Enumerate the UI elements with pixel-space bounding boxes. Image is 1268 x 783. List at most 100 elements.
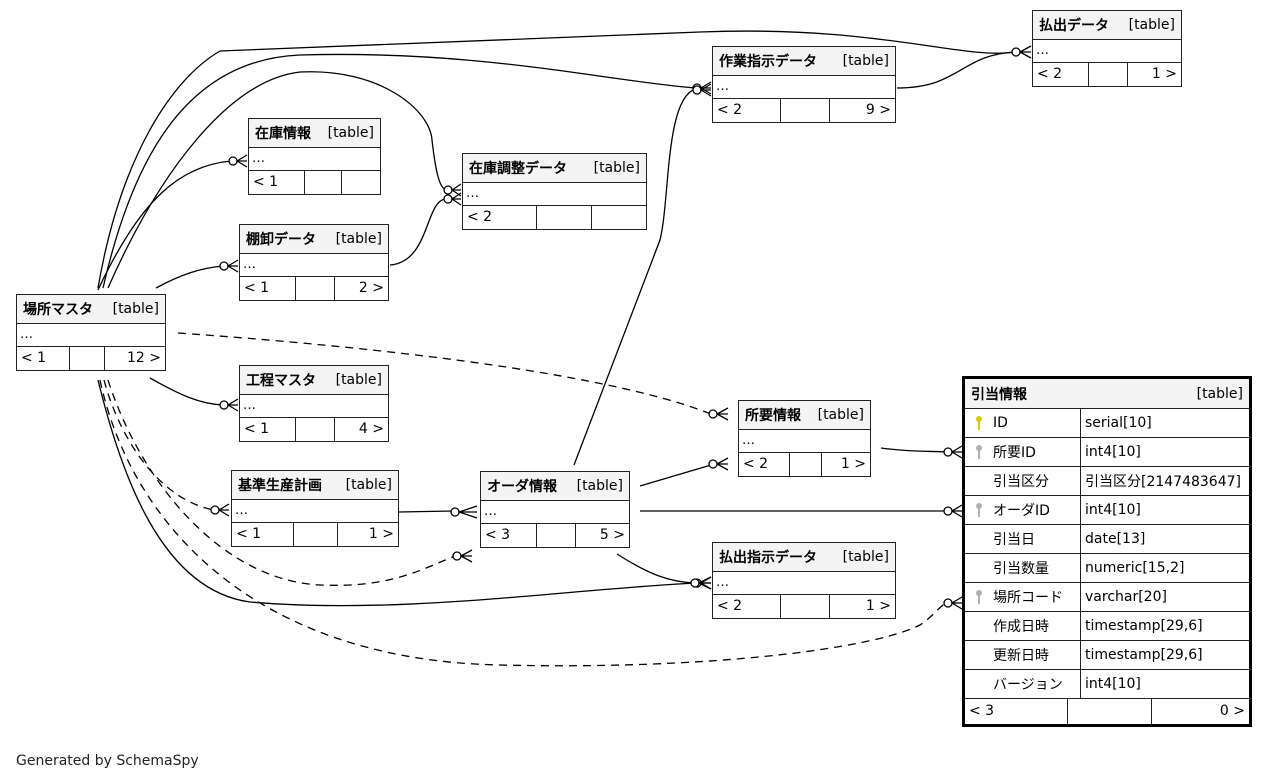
columns-ellipsis: …: [249, 148, 380, 171]
optional-circle-marker: [943, 506, 953, 516]
edge-basho-haraidashi: [97, 30, 1016, 289]
table-zaiko[interactable]: 在庫情報 [table] … < 1: [248, 118, 381, 195]
column-type: int4[10]: [1085, 502, 1141, 518]
table-name: 在庫情報: [255, 126, 311, 142]
crows-foot-marker: [218, 503, 230, 517]
edge-basho-order: [107, 379, 456, 586]
columns-ellipsis: …: [463, 183, 646, 206]
optional-circle-marker: [219, 400, 229, 410]
children-count[interactable]: 5 >: [599, 527, 625, 543]
crows-foot-marker: [698, 576, 712, 590]
table-name: オーダ情報: [487, 479, 557, 495]
table-tag: [table]: [1128, 17, 1175, 33]
parents-count[interactable]: < 2: [1033, 63, 1089, 86]
parents-count[interactable]: < 1: [249, 171, 305, 194]
table-tag: [table]: [1196, 385, 1243, 402]
table-tag: [table]: [345, 477, 392, 493]
parents-count[interactable]: < 2: [713, 595, 781, 618]
crows-foot-marker: [458, 505, 478, 519]
parents-count[interactable]: < 2: [739, 453, 790, 476]
columns-ellipsis: …: [481, 501, 629, 524]
crows-foot-marker: [460, 549, 473, 563]
edge-basho-kotei: [149, 377, 224, 406]
foreign-key-icon: [976, 445, 982, 459]
edge-basho-haraidashishiji: [97, 379, 696, 607]
children-count[interactable]: 1 >: [368, 526, 394, 542]
children-count[interactable]: 12 >: [127, 350, 161, 366]
column-type: serial[10]: [1085, 415, 1152, 431]
parents-count[interactable]: < 1: [240, 277, 296, 300]
table-tag: [table]: [327, 125, 374, 141]
columns-ellipsis: …: [739, 430, 870, 453]
parents-count[interactable]: < 3: [965, 699, 1068, 724]
foreign-key-icon: [976, 590, 982, 604]
table-name: 場所マスタ: [23, 302, 93, 318]
table-zaikochosei[interactable]: 在庫調整データ[table] … < 2: [462, 153, 647, 230]
table-name: 払出指示データ: [719, 550, 817, 566]
table-tag: [table]: [593, 160, 640, 176]
crows-foot-marker: [716, 457, 729, 471]
columns-ellipsis: …: [713, 76, 895, 99]
table-basho[interactable]: 場所マスタ [table] … < 1 12 >: [16, 294, 166, 371]
generated-by-footer: Generated by SchemaSpy: [16, 753, 199, 769]
optional-circle-marker: [708, 459, 718, 469]
parents-count[interactable]: < 1: [17, 347, 70, 370]
children-count[interactable]: [592, 206, 646, 229]
column-name: 所要ID: [993, 445, 1036, 461]
edge-basho-sagyoshiji: [102, 53, 696, 289]
column-name: 作成日時: [993, 619, 1049, 635]
column-name: 引当区分: [993, 474, 1049, 490]
optional-circle-marker: [692, 85, 702, 95]
crows-foot-marker: [451, 192, 462, 206]
children-count[interactable]: 9 >: [865, 102, 891, 118]
parents-count[interactable]: < 3: [481, 524, 537, 547]
parents-count[interactable]: < 1: [232, 523, 294, 546]
table-name: 引当情報: [971, 386, 1027, 403]
column-type: timestamp[29,6]: [1085, 618, 1203, 634]
columns-ellipsis: …: [17, 324, 165, 347]
parents-count[interactable]: < 1: [240, 418, 296, 441]
column-row[interactable]: 作成日時 timestamp[29,6]: [965, 612, 1249, 641]
children-count[interactable]: 1 >: [840, 456, 866, 472]
parents-count[interactable]: < 2: [463, 206, 537, 229]
crows-foot-marker: [227, 398, 239, 412]
column-name: 引当数量: [993, 561, 1049, 577]
children-count[interactable]: [342, 171, 380, 194]
optional-circle-marker: [943, 598, 953, 608]
children-count[interactable]: 2 >: [358, 280, 384, 296]
column-name: 更新日時: [993, 648, 1049, 664]
children-count[interactable]: 1 >: [865, 598, 891, 614]
children-count[interactable]: 1 >: [1151, 66, 1177, 82]
crows-foot-marker: [951, 596, 963, 610]
edge-sagyoshiji-haraidashi: [896, 51, 1016, 89]
table-tag: [table]: [335, 372, 382, 388]
edge-tanaoroshi-zaikochosei: [389, 198, 447, 266]
crows-foot-marker: [951, 445, 963, 459]
optional-circle-marker: [443, 194, 453, 204]
edge-order-shoyo: [639, 464, 712, 487]
crows-foot-marker: [1019, 45, 1032, 59]
crows-foot-marker: [700, 81, 712, 95]
parents-count[interactable]: < 2: [713, 99, 781, 122]
children-count[interactable]: 4 >: [358, 421, 384, 437]
children-count[interactable]: 0 >: [1219, 703, 1245, 719]
column-row[interactable]: 引当区分引当区分[2147483647]: [965, 467, 1249, 496]
table-tag: [table]: [112, 301, 159, 317]
